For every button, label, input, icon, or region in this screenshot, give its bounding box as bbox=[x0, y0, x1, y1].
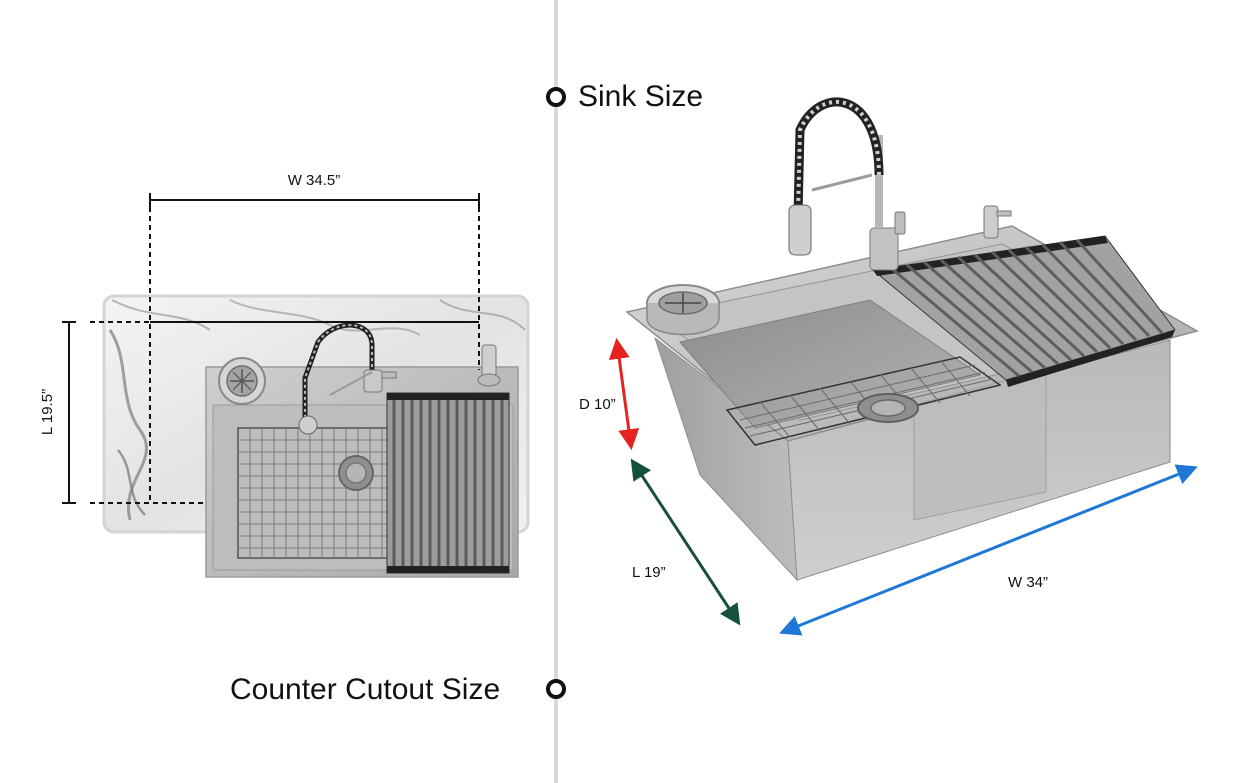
faucet-icon bbox=[788, 97, 906, 271]
counter-cutout-heading: Counter Cutout Size bbox=[230, 673, 501, 706]
cup-rinser-icon bbox=[646, 284, 720, 336]
cup-rinser-icon bbox=[218, 357, 266, 405]
soap-dispenser-icon bbox=[477, 344, 501, 387]
cutout-length-dimension bbox=[62, 321, 479, 504]
sink-top-view bbox=[205, 322, 519, 578]
cutout-width-label: W 34.5” bbox=[288, 172, 341, 189]
roll-up-rack-icon bbox=[871, 235, 1176, 387]
faucet-icon bbox=[298, 322, 397, 435]
sink-size-heading: Sink Size bbox=[578, 80, 704, 113]
length-arrow bbox=[630, 458, 741, 626]
cutout-length-label: L 19.5” bbox=[39, 389, 56, 435]
timeline-node-icon bbox=[546, 87, 566, 107]
roll-up-rack-icon bbox=[386, 392, 510, 574]
depth-arrow bbox=[608, 337, 640, 451]
width-arrow bbox=[779, 464, 1198, 636]
drain-icon bbox=[857, 393, 919, 423]
soap-dispenser-icon bbox=[983, 205, 1012, 239]
width-label: W 34” bbox=[1008, 574, 1048, 591]
sink-3d-view bbox=[625, 97, 1199, 582]
cutout-width-dimension bbox=[149, 193, 480, 503]
timeline-node-icon bbox=[546, 679, 566, 699]
depth-label: D 10” bbox=[579, 396, 616, 413]
drain-icon bbox=[338, 455, 374, 491]
length-label: L 19” bbox=[632, 564, 666, 581]
